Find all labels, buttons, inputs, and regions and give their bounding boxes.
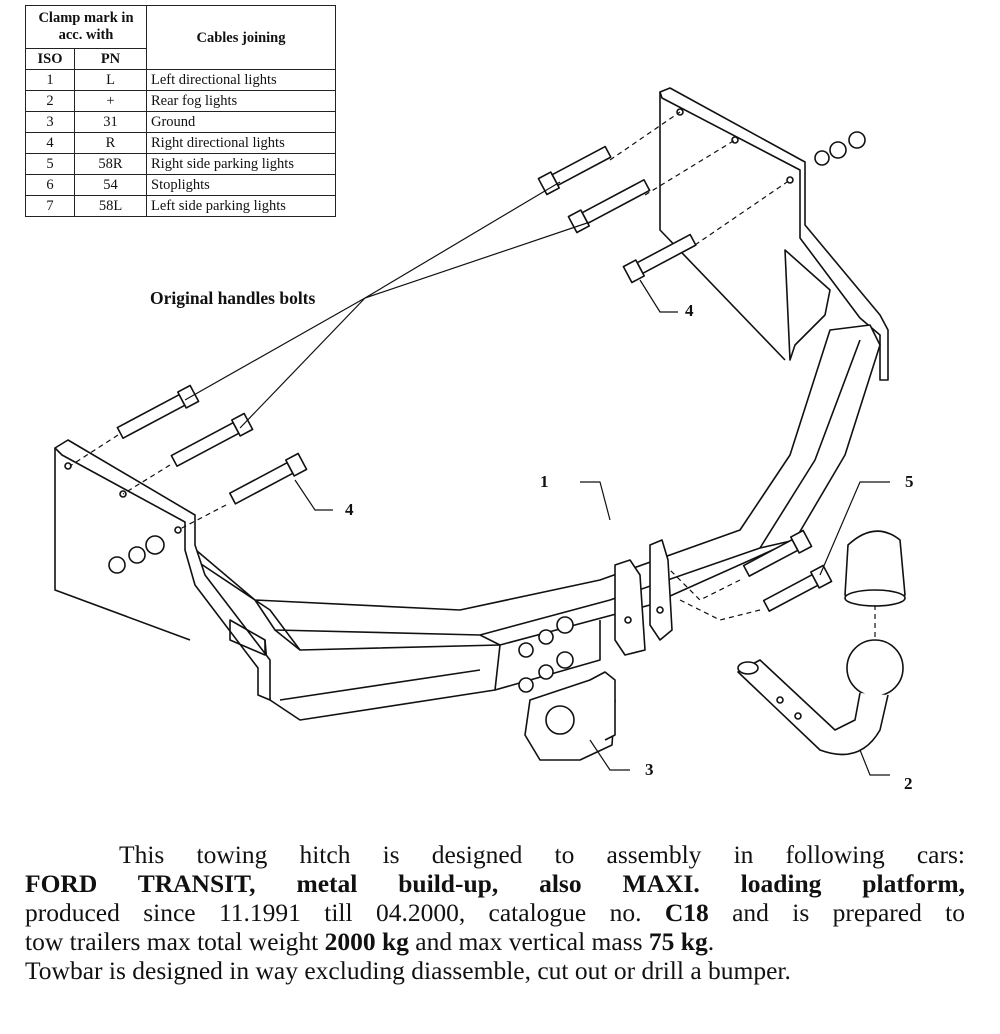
clamp-mark-table: Clamp mark in acc. with Cables joining I… [25,5,336,217]
description-paragraph: This towing hitch is designed to assembl… [25,840,965,985]
label-part-4-left: 4 [345,500,354,519]
desc-text: and max vertical mass [415,927,643,956]
right-mounting-plate [659,87,889,381]
car-model: FORD TRANSIT, metal build-up, also MAXI.… [25,869,965,898]
label-part-1: 1 [540,472,549,491]
cable-cell: Right directional lights [146,132,336,154]
tow-ball [737,530,906,756]
label-part-3: 3 [645,760,654,779]
cable-cell: Stoplights [146,174,336,196]
catalogue-number: C18 [664,898,709,927]
desc-line-3: produced since 11.1991 till 04.2000, cat… [25,898,965,927]
label-part-5: 5 [905,472,914,491]
main-crossbeam [189,324,881,721]
max-total-weight: 2000 kg [324,927,409,956]
cable-cell: Left side parking lights [146,195,336,217]
desc-line-2: FORD TRANSIT, metal build-up, also MAXI.… [25,869,965,898]
pn-cell: 58L [74,195,147,217]
desc-line-5: Towbar is designed in way excluding dias… [25,956,791,985]
desc-text: produced since 11.1991 till 04.2000, cat… [25,898,642,927]
cable-cell: Right side parking lights [146,153,336,175]
label-original-handles-bolts: Original handles bolts [150,288,316,308]
desc-text: . [707,927,715,956]
desc-line-4: tow trailers max total weight 2000 kg an… [25,927,965,956]
socket-mounting-plate [524,671,616,761]
ball-mount-bracket [614,539,673,656]
desc-text: tow trailers max total weight [25,927,319,956]
table-row: 2+Rear fog lights [25,90,336,112]
left-mounting-plate [54,439,271,701]
desc-line-1: This towing hitch is designed to assembl… [119,840,965,869]
leader-lines [184,181,890,776]
label-part-4-right: 4 [685,301,694,320]
assembly-lines [69,111,876,640]
cable-cell: Rear fog lights [146,90,336,112]
header-iso: ISO [25,48,75,70]
bolts [116,145,833,612]
towbar-assembly-drawing [54,87,906,776]
header-cables-joining: Cables joining [146,5,336,70]
max-vertical-mass: 75 kg [648,927,708,956]
header-clamp-mark: Clamp mark in acc. with [25,5,147,49]
label-part-2: 2 [904,774,913,793]
nuts-and-washers [108,131,866,693]
desc-text: and is prepared to [732,898,966,927]
